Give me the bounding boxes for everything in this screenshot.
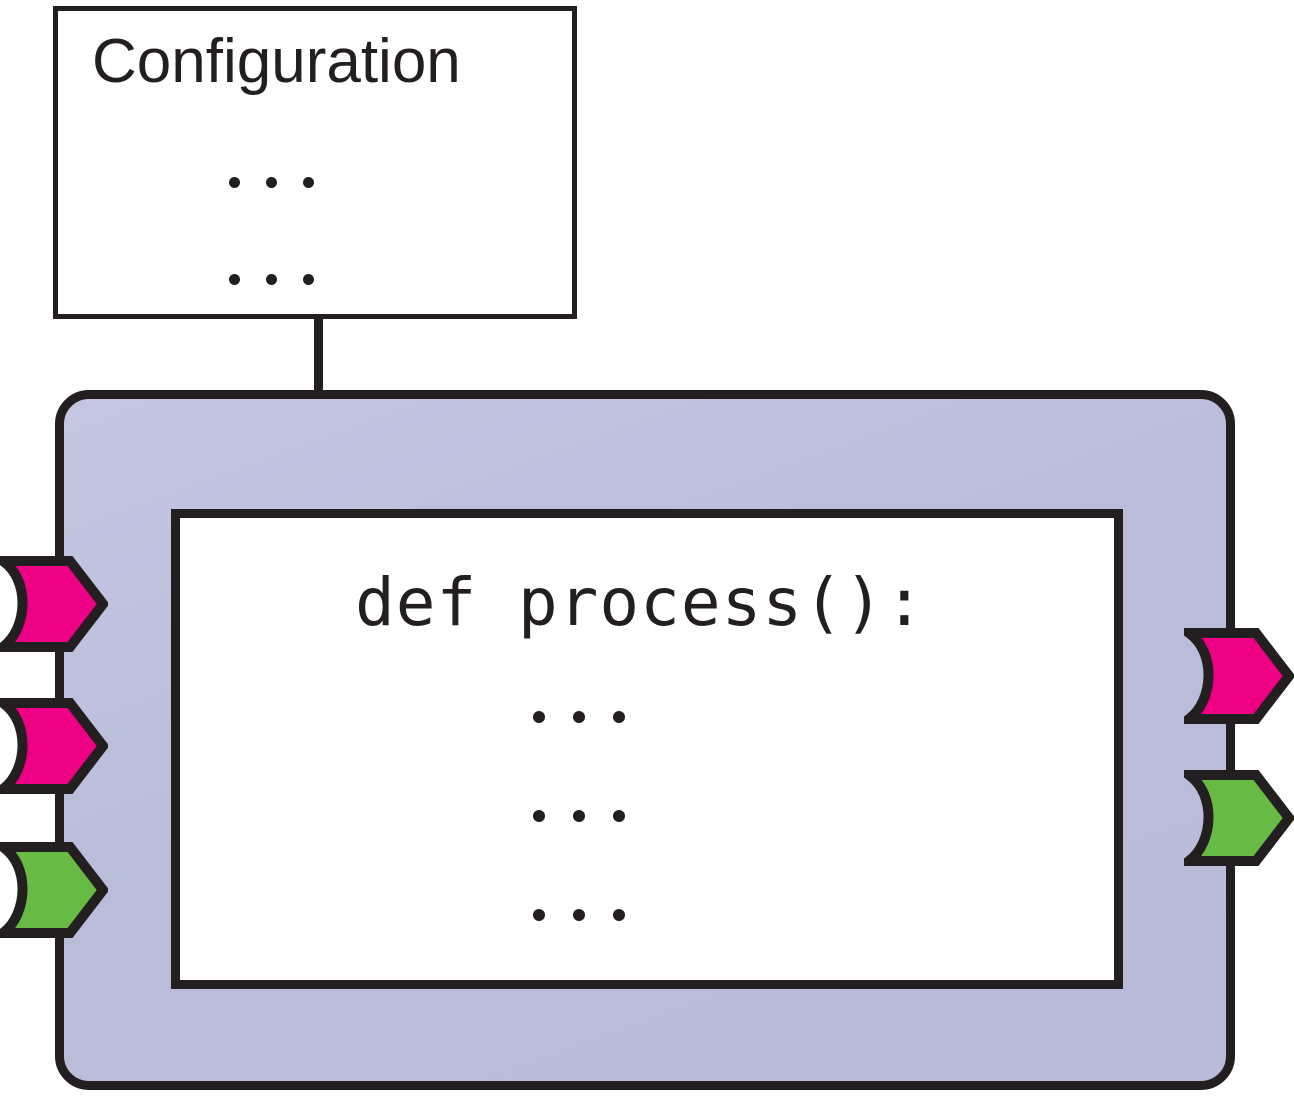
ellipsis-dot — [303, 177, 314, 188]
chevron-arrow-icon — [1184, 628, 1294, 724]
input-port-3[interactable] — [0, 842, 108, 938]
ellipsis-dot — [613, 810, 625, 822]
config-ellipsis-1 — [229, 177, 314, 188]
chevron-arrow-icon — [0, 698, 108, 794]
ellipsis-dot — [573, 909, 585, 921]
ellipsis-dot — [573, 810, 585, 822]
ellipsis-dot — [533, 810, 545, 822]
ellipsis-dot — [533, 909, 545, 921]
code-ellipsis-1 — [533, 711, 625, 723]
configuration-title: Configuration — [92, 27, 461, 96]
output-port-2[interactable] — [1184, 770, 1294, 866]
configuration-to-component-connector — [314, 316, 323, 396]
code-ellipsis-2 — [533, 810, 625, 822]
ellipsis-dot — [229, 177, 240, 188]
ellipsis-dot — [613, 909, 625, 921]
chevron-arrow-icon — [0, 842, 108, 938]
chevron-arrow-icon — [0, 556, 108, 652]
ellipsis-dot — [573, 711, 585, 723]
ellipsis-dot — [533, 711, 545, 723]
code-line-def-process: def process(): — [355, 564, 926, 641]
chevron-arrow-icon — [1184, 770, 1294, 866]
ellipsis-dot — [613, 711, 625, 723]
ellipsis-dot — [229, 274, 240, 285]
ellipsis-dot — [266, 177, 277, 188]
code-ellipsis-3 — [533, 909, 625, 921]
input-port-2[interactable] — [0, 698, 108, 794]
output-port-1[interactable] — [1184, 628, 1294, 724]
code-box: def process(): — [171, 509, 1123, 989]
ellipsis-dot — [266, 274, 277, 285]
ellipsis-dot — [303, 274, 314, 285]
input-port-1[interactable] — [0, 556, 108, 652]
config-ellipsis-2 — [229, 274, 314, 285]
configuration-box: Configuration — [53, 6, 577, 319]
